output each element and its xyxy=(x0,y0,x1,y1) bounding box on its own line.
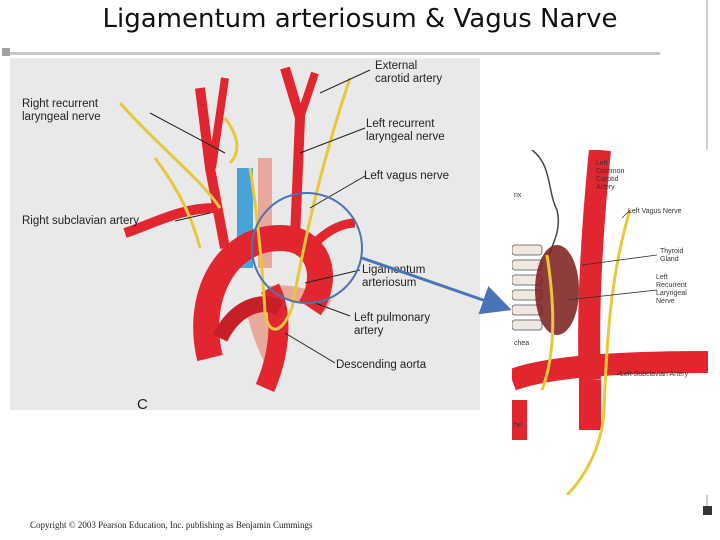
label-left-recurrent: Left recurrent laryngeal nerve xyxy=(366,118,445,143)
left-figure-drawing xyxy=(118,66,371,392)
right-figure-drawing xyxy=(512,150,708,495)
left-carotid-shape xyxy=(280,66,306,239)
right-recurrent-nerve xyxy=(153,157,202,249)
label-external-carotid: External carotid artery xyxy=(375,60,443,85)
right-subclavian-shape xyxy=(123,203,216,238)
left-vagus-nerve-line xyxy=(290,77,352,309)
label-trachea: chea xyxy=(514,340,530,347)
label-left-vagus: Left vagus nerve xyxy=(364,170,450,182)
trachea-rings xyxy=(512,244,543,331)
brachiocephalic-shape xyxy=(195,87,230,249)
label-left-subclavian: Left Subclavian Artery xyxy=(620,371,689,378)
right-aortic-arch xyxy=(512,351,708,391)
ascending-aorta-shape xyxy=(212,296,284,342)
label-right-subclavian: Right subclavian artery xyxy=(22,215,139,227)
right-vagus-nerve xyxy=(118,102,222,209)
larynx-outline xyxy=(531,150,559,261)
left-external-carotid xyxy=(296,71,319,120)
right-vagus-nerve xyxy=(565,209,632,495)
right-anatomy-figure: Left Common Carotid Artery Left Vagus Ne… xyxy=(512,150,708,495)
title-divider xyxy=(10,52,660,55)
label-edge-top: nx xyxy=(514,192,522,199)
thyroid-gland-shape xyxy=(535,245,579,335)
copyright-notice: Copyright © 2003 Pearson Education, Inc.… xyxy=(30,520,313,530)
label-descending-aorta: Descending aorta xyxy=(336,359,427,371)
divider-cap xyxy=(2,48,10,56)
label-ligamentum: Ligamentum arteriosum xyxy=(362,264,426,289)
label-left-recurrent-right: Left Recurrent Laryngeal Nerve xyxy=(656,274,687,305)
aortic-arch-shape xyxy=(193,224,333,362)
label-edge-bottom: he xyxy=(514,422,522,429)
label-left-common-carotid: Left Common Carotid Artery xyxy=(596,160,625,191)
label-left-pulmonary: Left pulmonary artery xyxy=(354,312,431,337)
right-leader-lines xyxy=(566,209,658,376)
right-carotid-branch xyxy=(208,77,229,169)
label-left-vagus-right: Left Vagus Nerve xyxy=(628,208,682,215)
left-common-carotid-shape xyxy=(578,150,611,381)
right-divider-cap xyxy=(703,506,712,515)
slide-title: Ligamentum arteriosum & Vagus Narve xyxy=(102,4,618,34)
label-thyroid-gland: Thyroid Gland xyxy=(660,248,684,263)
nerve-loop-right xyxy=(223,117,239,165)
left-anatomy-figure: External carotid artery Right recurrent … xyxy=(10,58,480,410)
label-right-recurrent: Right recurrent laryngeal nerve xyxy=(22,98,101,123)
highlight-circle xyxy=(251,192,363,304)
left-subclavian-shape xyxy=(311,218,356,247)
right-recurrent-nerve xyxy=(540,254,555,391)
left-recurrent-nerve-line xyxy=(248,167,294,331)
figure-letter: C xyxy=(137,396,148,413)
leader-lines xyxy=(149,69,371,364)
